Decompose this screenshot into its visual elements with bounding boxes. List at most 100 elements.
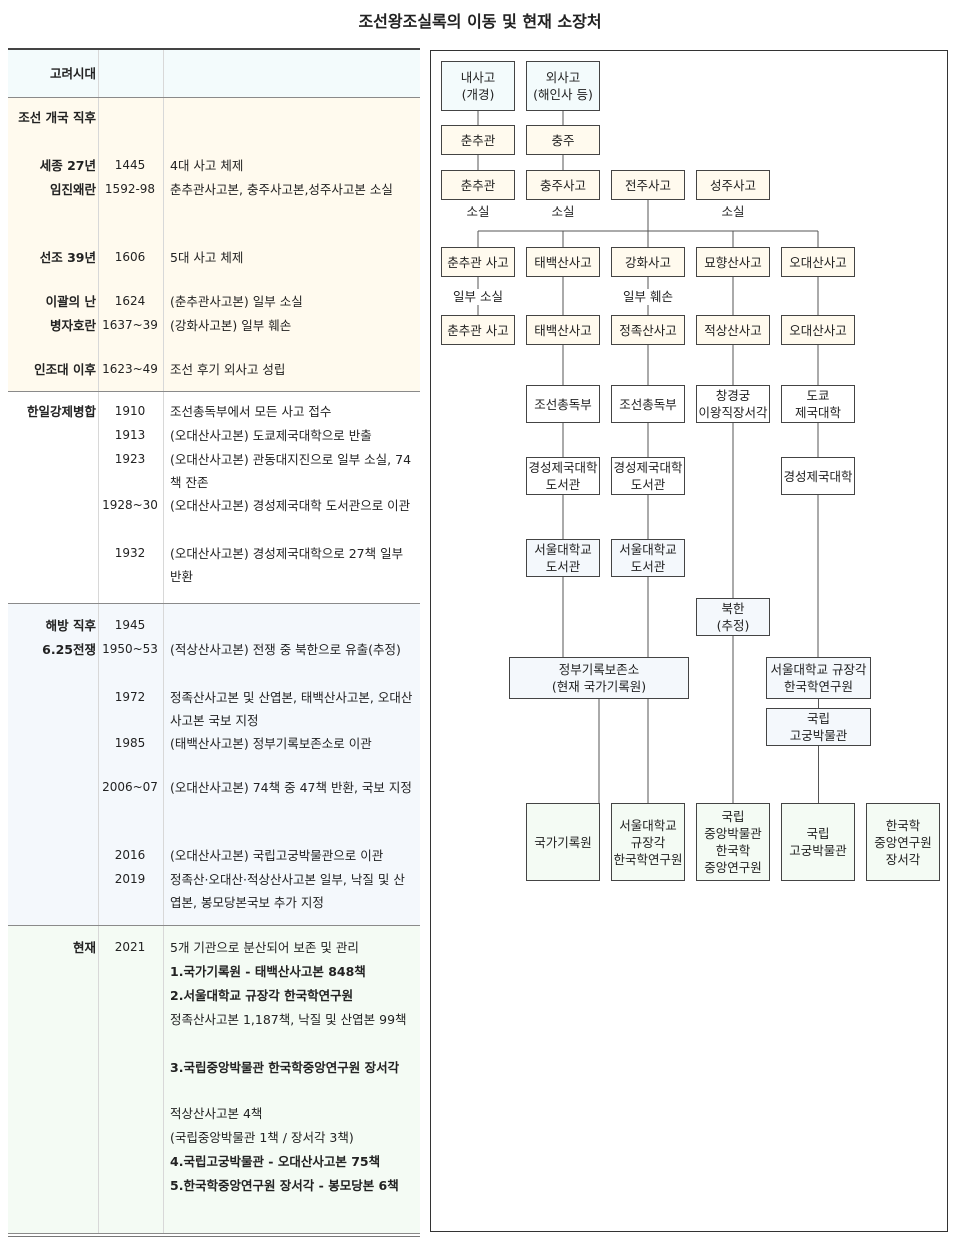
event-text: 적상산사고본 4책	[170, 1106, 263, 1121]
repository-node: 태백산사고	[526, 247, 600, 277]
year-label: 1637~39	[102, 318, 158, 332]
event-text: (적상산사고본) 전쟁 중 북한으로 유출(추정)	[170, 642, 401, 657]
event-text: (강화사고본) 일부 훼손	[170, 318, 292, 333]
repository-node: 국립 고궁박물관	[766, 708, 871, 746]
repository-node: 충주사고	[526, 170, 600, 200]
event-text: 춘추관사고본, 충주사고본,성주사고본 소실	[170, 182, 393, 197]
repository-node: 조선총독부	[611, 385, 685, 423]
repository-node: 국가기록원	[526, 803, 600, 881]
event-text: 3.국립중앙박물관 한국학중앙연구원 장서각	[170, 1060, 400, 1075]
era-label: 세종 27년	[39, 158, 96, 173]
year-label: 1623~49	[102, 362, 158, 376]
repository-node: 내사고 (개경)	[441, 61, 515, 111]
repository-node: 정족산사고	[611, 315, 685, 345]
event-text: (오대산사고본) 경성제국대학으로 27책 일부 반환	[170, 546, 404, 584]
event-text: 1.국가기록원 - 태백산사고본 848책	[170, 964, 366, 979]
event-text: 정족산사고본 1,187책, 낙질 및 산엽본 99책	[170, 1012, 407, 1027]
year-label: 1932	[114, 546, 146, 560]
year-label: 2021	[114, 940, 146, 954]
year-label: 1445	[114, 158, 146, 172]
year-label: 1624	[114, 294, 146, 308]
repository-node: 외사고 (해인사 등)	[526, 61, 600, 111]
repository-node: 태백산사고	[526, 315, 600, 345]
repository-node: 도쿄 제국대학	[781, 385, 855, 423]
event-text: 정족산사고본 및 산엽본, 태백산사고본, 오대산사고본 국보 지정	[170, 690, 413, 728]
repository-node: 춘추관 사고	[441, 315, 515, 345]
year-label: 1592-98	[104, 182, 156, 196]
year-label: 1928~30	[102, 498, 158, 512]
repository-node: 전주사고	[611, 170, 685, 200]
timeline-section-goryeo: 고려시대	[8, 50, 420, 98]
year-label: 1945	[114, 618, 146, 632]
column-divider	[163, 604, 164, 925]
repository-node: 창경궁 이왕직장서각	[696, 385, 770, 423]
event-text: (오대산사고본) 국립고궁박물관으로 이관	[170, 848, 384, 863]
repository-node: 오대산사고	[781, 247, 855, 277]
event-text: (태백산사고본) 정부기록보존소로 이관	[170, 736, 372, 751]
column-divider	[98, 98, 99, 391]
page-title: 조선왕조실록의 이동 및 현재 소장처	[358, 12, 602, 31]
repository-node: 오대산사고	[781, 315, 855, 345]
event-text: 2.서울대학교 규장각 한국학연구원	[170, 988, 354, 1003]
repository-node: 서울대학교 도서관	[526, 539, 600, 577]
era-label: 해방 직후	[45, 618, 96, 633]
event-text: (오대산사고본) 경성제국대학 도서관으로 이관	[170, 498, 411, 513]
column-divider	[163, 50, 164, 97]
repository-node: 북한 (추정)	[696, 598, 770, 636]
year-label: 2006~07	[102, 780, 158, 794]
event-text: 5대 사고 체제	[170, 250, 244, 265]
event-text: 조선총독부에서 모든 사고 접수	[170, 404, 332, 419]
era-label: 선조 39년	[39, 250, 96, 265]
column-divider	[98, 392, 99, 603]
year-label: 2016	[114, 848, 146, 862]
timeline-section-liberation: 해방 직후 1945 6.25전쟁 1950~53 (적상산사고본) 전쟁 중 북한으로…	[8, 604, 420, 926]
column-divider	[98, 604, 99, 925]
repository-node: 강화사고	[611, 247, 685, 277]
repository-node: 경성제국대학	[781, 457, 855, 495]
era-label: 고려시대	[49, 66, 96, 81]
event-note: 일부 소실	[441, 289, 515, 305]
event-text: 4.국립고궁박물관 - 오대산사고본 75책	[170, 1154, 381, 1169]
era-label: 인조대 이후	[34, 362, 96, 377]
repository-node: 경성제국대학 도서관	[611, 457, 685, 495]
repository-node: 성주사고	[696, 170, 770, 200]
repository-node: 춘추관 사고	[441, 247, 515, 277]
year-label: 1910	[114, 404, 146, 418]
column-divider	[163, 392, 164, 603]
repository-node: 경성제국대학 도서관	[526, 457, 600, 495]
era-label: 임진왜란	[49, 182, 96, 197]
repository-node: 적상산사고	[696, 315, 770, 345]
event-text: 5개 기관으로 분산되어 보존 및 관리	[170, 940, 359, 955]
repository-node: 서울대학교 규장각 한국학연구원	[611, 803, 685, 881]
event-text: (춘추관사고본) 일부 소실	[170, 294, 303, 309]
year-label: 1972	[114, 690, 146, 704]
event-text: 4대 사고 체제	[170, 158, 244, 173]
year-label: 1606	[114, 250, 146, 264]
repository-node: 서울대학교 도서관	[611, 539, 685, 577]
timeline-section-present: 현재 2021 5개 기관으로 분산되어 보존 및 관리 1.국가기록원 - 태백산사…	[8, 926, 420, 1234]
column-divider	[98, 926, 99, 1233]
event-note: 소실	[696, 204, 770, 220]
year-label: 1923	[114, 452, 146, 466]
repository-node: 충주	[526, 125, 600, 155]
column-divider	[163, 926, 164, 1233]
event-note: 일부 훼손	[611, 289, 685, 305]
year-label: 1913	[114, 428, 146, 442]
event-text: 정족산·오대산·적상산사고본 일부, 낙질 및 산엽본, 봉모당본국보 추가 지…	[170, 872, 405, 910]
event-text: (오대산사고본) 관동대지진으로 일부 소실, 74책 잔존	[170, 452, 412, 490]
event-note: 소실	[441, 204, 515, 220]
year-label: 2019	[114, 872, 146, 886]
event-text: (국립중앙박물관 1책 / 장서각 3책)	[170, 1130, 354, 1145]
year-label: 1950~53	[102, 642, 158, 656]
era-label: 이괄의 난	[45, 294, 96, 309]
event-text: (오대산사고본) 74책 중 47책 반환, 국보 지정	[170, 780, 412, 795]
connector-lines	[477, 111, 819, 803]
repository-node: 국립 고궁박물관	[781, 803, 855, 881]
era-label: 6.25전쟁	[42, 642, 96, 657]
era-label: 현재	[72, 940, 96, 955]
event-note: 소실	[526, 204, 600, 220]
